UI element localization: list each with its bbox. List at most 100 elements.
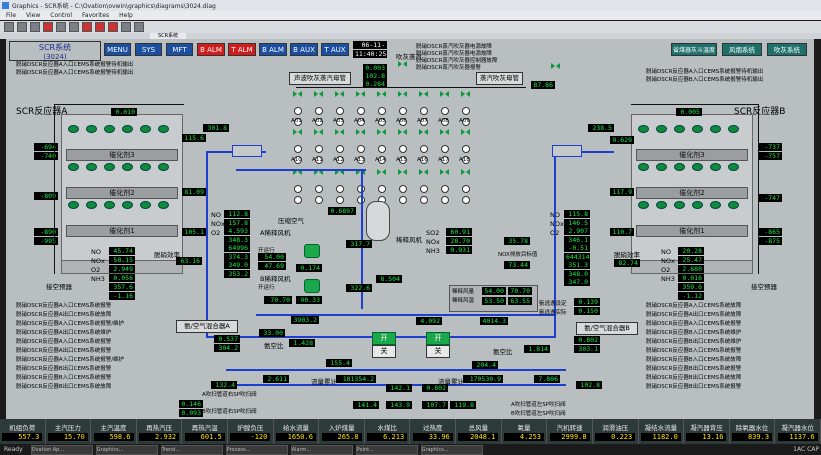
soot-blower-valve[interactable] (419, 91, 428, 97)
catalyst-module-icon (104, 163, 115, 171)
soot-blower-valve[interactable] (293, 129, 302, 135)
menu-favorites[interactable]: Favorites (82, 12, 110, 19)
soot-blower-valve[interactable] (356, 91, 365, 97)
soot-blower-valve[interactable] (335, 129, 344, 135)
print-icon[interactable] (30, 22, 40, 32)
dilution-fan-b[interactable] (304, 279, 320, 293)
soot-blower-valve[interactable] (293, 91, 302, 97)
b-aux-button[interactable]: B AUX (290, 43, 318, 56)
zoom-icon[interactable] (121, 22, 131, 32)
dilution-label: 稀释风机 (396, 236, 422, 244)
soot-blower-valve[interactable] (314, 129, 323, 135)
taskbar-button[interactable]: Alarm... (290, 444, 353, 455)
soot-blower-valve[interactable] (293, 169, 302, 175)
stop-icon[interactable] (43, 22, 53, 32)
soot-blower-valve[interactable] (461, 129, 470, 135)
soot-main-valve[interactable] (398, 61, 407, 67)
b-alm2-button[interactable]: B ALM (259, 43, 287, 56)
soot-blower-valve[interactable] (419, 169, 428, 175)
alarm-ack-icon[interactable] (95, 22, 105, 32)
soot-blower-valve[interactable] (356, 169, 365, 175)
soot-blower-valve[interactable] (398, 169, 407, 175)
catalyst-module-icon (86, 201, 97, 209)
key-parameter-value: 2999.8 (549, 433, 590, 441)
t-alm-button[interactable]: T ALM (228, 43, 256, 56)
reactor-b-out-nox-label: NOx (550, 220, 564, 228)
t-aux-button[interactable]: T AUX (321, 43, 349, 56)
mixer-a[interactable]: 氨/空气混合器A (176, 320, 238, 333)
back-icon[interactable] (56, 22, 66, 32)
soot-blower-valve[interactable] (335, 169, 344, 175)
forward-icon[interactable] (69, 22, 79, 32)
menu-view[interactable]: View (26, 12, 41, 19)
open-icon[interactable] (4, 22, 14, 32)
soot-blower-valve[interactable] (440, 169, 449, 175)
soot-blower-gauge (378, 118, 386, 126)
soot-blower-valve[interactable] (314, 169, 323, 175)
soot-blower-valve[interactable] (461, 169, 470, 175)
soot-blower-valve[interactable] (335, 91, 344, 97)
ready-status: Ready (4, 446, 23, 453)
taskbar-button[interactable]: Graphics... (95, 444, 158, 455)
b-alm-button[interactable]: B ALM (197, 43, 225, 56)
soot-blower-valve[interactable] (419, 129, 428, 135)
taskbar-button[interactable]: Trend... (160, 444, 223, 455)
alarm-icon[interactable] (82, 22, 92, 32)
soot-blower-valve[interactable] (440, 129, 449, 135)
tab-scr[interactable]: SCR系统 (150, 33, 187, 39)
mixer-b[interactable]: 氨/空气混合器B (576, 322, 638, 335)
mft-button[interactable]: MFT (166, 43, 193, 56)
key-parameter[interactable]: 炉膛负压-120 (228, 419, 274, 444)
economizer-hopper-button[interactable]: 省煤器灰斗温度 (671, 43, 717, 56)
taskbar-button[interactable]: Graphics... (420, 444, 483, 455)
soot-blower-valve[interactable] (377, 169, 386, 175)
soot-blower-valve[interactable] (377, 129, 386, 135)
soot-blow-system-button[interactable]: 吹灰系统 (767, 43, 807, 56)
dilution-fan-a[interactable] (304, 244, 320, 258)
menu-control[interactable]: Control (50, 12, 72, 19)
soot-blower-valve[interactable] (314, 91, 323, 97)
soot-blower-valve[interactable] (377, 91, 386, 97)
taskbar-button[interactable]: Process... (225, 444, 288, 455)
soot-blower-valve[interactable] (398, 91, 407, 97)
soot-blower-gauge (294, 196, 302, 204)
soot-right-valve[interactable] (551, 63, 560, 69)
sys-button[interactable]: SYS (135, 43, 162, 56)
soot-blower-valve[interactable] (461, 91, 470, 97)
close-button-a[interactable]: 关 (372, 345, 396, 358)
flue-gas-system-button[interactable]: 风烟系统 (722, 43, 762, 56)
soot-blower-valve[interactable] (440, 91, 449, 97)
menu-button[interactable]: MENU (104, 43, 131, 56)
open-button-a[interactable]: 开 (372, 332, 396, 345)
so2-nox-value: 28.70 (446, 237, 472, 245)
soot-blower-valve[interactable] (356, 129, 365, 135)
alarm-list-icon[interactable] (108, 22, 118, 32)
menu-help[interactable]: Help (119, 12, 133, 19)
reactor-b-no: 20.28 (678, 247, 704, 255)
save-icon[interactable] (17, 22, 27, 32)
taskbar-button[interactable]: Point... (355, 444, 418, 455)
close-button-b[interactable]: 关 (426, 345, 450, 358)
refresh-icon[interactable] (134, 22, 144, 32)
open-button-b[interactable]: 开 (426, 332, 450, 345)
soot-blower-valve[interactable] (398, 129, 407, 135)
menu-file[interactable]: File (6, 12, 17, 19)
taskbar-button[interactable]: Ovation Ap... (30, 444, 93, 455)
